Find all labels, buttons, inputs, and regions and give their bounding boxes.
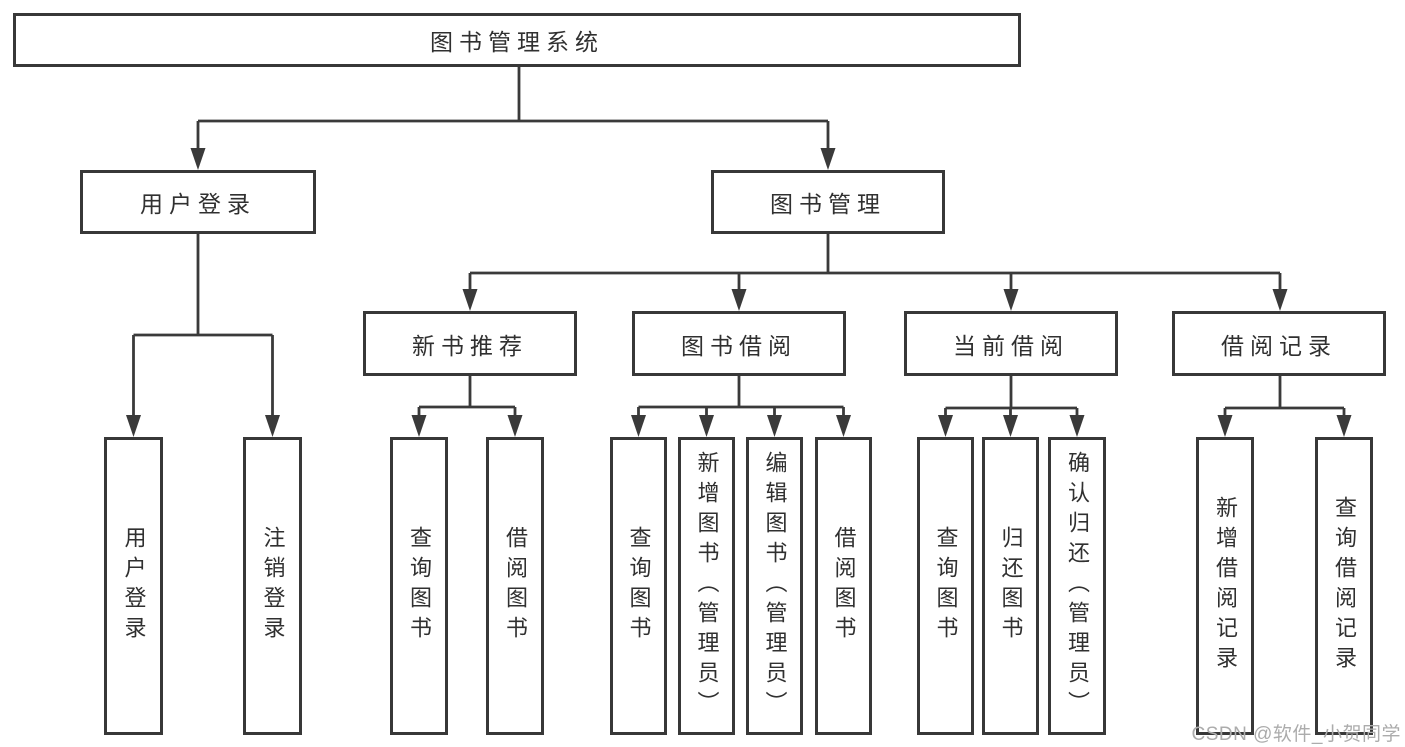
leaf-query-borrow-record: 查询借阅记录: [1315, 437, 1373, 735]
leaf-query-books-recommend: 查询图书: [390, 437, 448, 735]
node-current-borrow: 当前借阅: [904, 311, 1118, 376]
leaf-query-books-borrow: 查询图书: [610, 437, 667, 735]
leaf-user-login: 用户登录: [104, 437, 163, 735]
connector-book-borrow-branch: [637, 376, 845, 417]
connector-root-to-level2: [196, 67, 830, 150]
leaf-borrow-books-recommend: 借阅图书: [486, 437, 544, 735]
leaf-return-books: 归还图书: [982, 437, 1039, 735]
node-book-management: 图书管理: [711, 170, 945, 234]
leaf-borrow-books: 借阅图书: [815, 437, 872, 735]
leaf-logout: 注销登录: [243, 437, 302, 735]
connector-borrow-record-branch: [1223, 376, 1346, 417]
node-root-library-system: 图书管理系统: [13, 13, 1021, 67]
leaf-edit-books-admin: 编辑图书（管理员）: [746, 437, 803, 735]
node-borrow-record: 借阅记录: [1172, 311, 1386, 376]
connector-new-book-branch: [417, 376, 517, 417]
leaf-confirm-return-admin: 确认归还（管理员）: [1048, 437, 1106, 735]
connector-book-management-branch: [468, 234, 1282, 291]
leaf-add-books-admin: 新增图书（管理员）: [678, 437, 735, 735]
connector-user-login-branch: [132, 234, 274, 417]
leaf-add-borrow-record: 新增借阅记录: [1196, 437, 1254, 735]
node-user-login: 用户登录: [80, 170, 316, 234]
leaf-query-books-current: 查询图书: [917, 437, 974, 735]
node-new-book-recommend: 新书推荐: [363, 311, 577, 376]
watermark: CSDN @软件_小贺同学: [1191, 724, 1401, 745]
connector-current-borrow-branch: [944, 376, 1079, 417]
node-book-borrow: 图书借阅: [632, 311, 846, 376]
